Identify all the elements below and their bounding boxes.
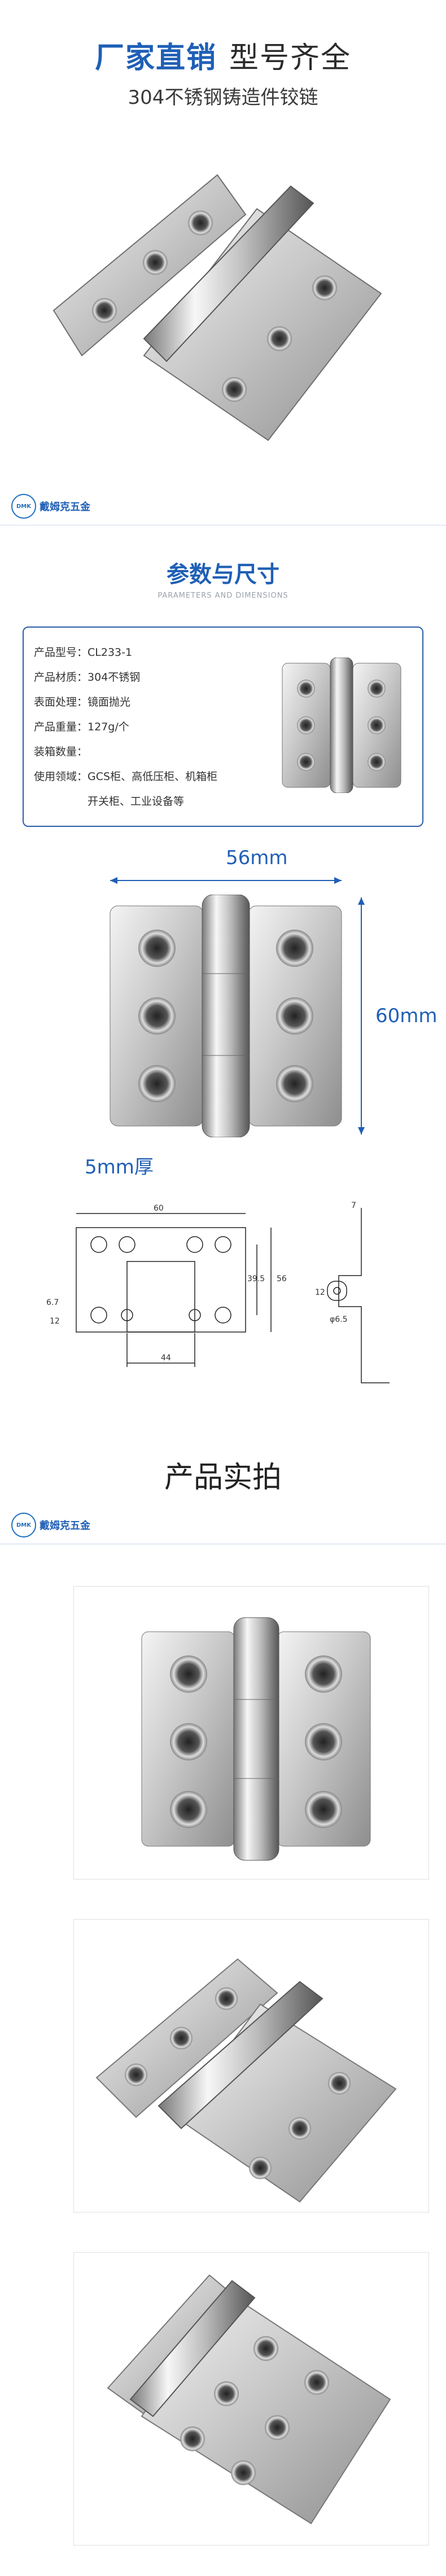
spec-row: 表面处理：镜面抛光 xyxy=(34,696,131,708)
brand-name: 戴姆克五金 xyxy=(40,501,90,513)
drawing-side-hole: φ6.5 xyxy=(330,1315,348,1324)
brand-logo: DMK 戴姆克五金 xyxy=(11,494,90,519)
hero-hinge-image xyxy=(53,174,382,441)
drawing-height-inner: 39.5 xyxy=(247,1274,265,1283)
params-subtitle: PARAMETERS AND DIMENSIONS xyxy=(158,592,288,600)
product-photo-1 xyxy=(73,1586,429,1880)
hinge-photo-side xyxy=(107,2274,391,2525)
spec-row: 产品型号：CL233-1 xyxy=(34,646,133,659)
photos-title: 产品实拍 xyxy=(164,1461,282,1495)
spec-row: 使用领域：GCS柜、高低压柜、机箱柜 xyxy=(34,770,218,783)
logo-icon: DMK xyxy=(11,494,36,519)
page-title: 厂家直销型号齐全 xyxy=(0,34,446,76)
drawing-top-width: 60 xyxy=(154,1204,164,1213)
title-highlight: 厂家直销 xyxy=(94,41,217,75)
drawing-height-outer: 56 xyxy=(277,1274,287,1283)
spec-row: 装箱数量： xyxy=(34,746,88,758)
brand-name: 戴姆克五金 xyxy=(40,1520,90,1532)
product-photo-2 xyxy=(73,1919,429,2213)
drawing-bottom-width: 44 xyxy=(161,1353,171,1363)
title-rest: 型号齐全 xyxy=(229,41,352,75)
dim-thickness-label: 5mm厚 xyxy=(85,1156,154,1179)
dim-width-line xyxy=(110,877,342,884)
technical-drawing xyxy=(76,1208,390,1383)
logo-icon: DMK xyxy=(11,1513,36,1537)
drawing-side-mid: 12 xyxy=(315,1288,325,1297)
dim-height-label: 60mm xyxy=(375,1005,438,1027)
spec-row: 开关柜、工业设备等 xyxy=(88,795,185,808)
hinge-photo-front xyxy=(141,1617,371,1861)
drawing-left-offset: 6.7 xyxy=(46,1298,59,1307)
spec-box xyxy=(23,627,423,827)
dim-height-line xyxy=(358,897,365,1134)
dim-hinge-image xyxy=(110,895,342,1137)
params-title: 参数与尺寸 xyxy=(167,562,279,588)
hinge-photo-angled xyxy=(95,1958,397,2203)
brand-logo: DMK 戴姆克五金 xyxy=(11,1513,90,1537)
product-photo-3 xyxy=(73,2252,429,2546)
drawing-left-bottom: 12 xyxy=(50,1317,60,1326)
dim-width-label: 56mm xyxy=(226,847,288,869)
spec-list: 产品型号：CL233-1 产品材质：304不锈钢 表面处理：镜面抛光 产品重量：… xyxy=(34,647,260,821)
spec-row: 产品材质：304不锈钢 xyxy=(34,671,141,684)
spec-hinge-image xyxy=(282,658,401,793)
drawing-side-top: 7 xyxy=(351,1201,356,1210)
spec-row: 产品重量：127g/个 xyxy=(34,721,129,733)
page-subtitle: 304不锈钢铸造件铰链 xyxy=(128,86,318,109)
